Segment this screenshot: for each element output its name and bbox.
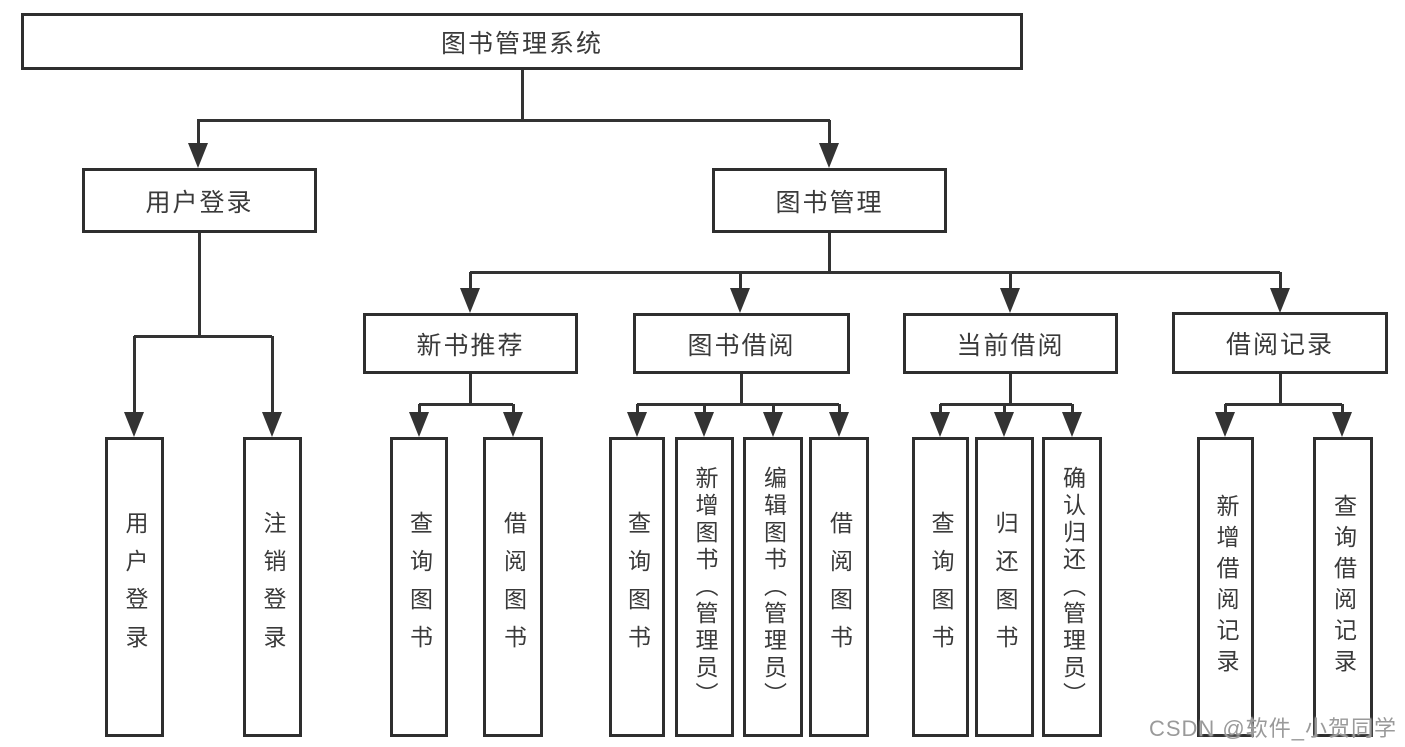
node-label-leaf-edit-books-admin: 编辑图书（管理员） (760, 465, 787, 709)
connector-line (702, 404, 706, 418)
connector-line (1278, 272, 1282, 294)
node-label-leaf-add-books-admin: 新增图书（管理员） (692, 465, 718, 709)
connector-line (827, 120, 831, 148)
connector-line (417, 404, 421, 418)
node-current-borrowing: 当前借阅 (903, 313, 1118, 374)
node-label-new-book-recommend: 新书推荐 (416, 331, 525, 360)
connector-line (511, 404, 515, 418)
node-leaf-logout: 注销登录 (243, 437, 302, 737)
node-label-leaf-query-books-borrowing: 查询图书 (624, 511, 651, 663)
connector-line (1070, 404, 1074, 418)
node-label-borrowing-records: 借阅记录 (1225, 331, 1334, 359)
node-leaf-query-books-current: 查询图书 (912, 437, 969, 737)
connector-line (635, 404, 639, 418)
node-label-user-login: 用户登录 (145, 188, 254, 217)
connector-line (637, 402, 839, 406)
node-label-leaf-return-books: 归还图书 (992, 511, 1018, 663)
arrow-down-icon (829, 412, 849, 437)
node-label-book-management: 图书管理 (775, 188, 884, 217)
node-label-leaf-query-books-current: 查询图书 (928, 511, 954, 663)
node-label-leaf-borrow-books-recommend: 借阅图书 (500, 511, 527, 663)
arrow-down-icon (262, 412, 282, 437)
connector-line (520, 70, 524, 121)
connector-line (1340, 404, 1344, 418)
connector-line (132, 336, 136, 416)
node-user-login: 用户登录 (82, 168, 317, 233)
connector-line (270, 336, 274, 416)
connector-line (1008, 374, 1012, 405)
connector-line (1278, 374, 1282, 405)
node-label-book-borrowing: 图书借阅 (687, 331, 796, 360)
node-label-leaf-add-borrow-record: 新增借阅记录 (1213, 494, 1239, 680)
node-leaf-confirm-return-admin: 确认归还（管理员） (1042, 437, 1102, 737)
watermark: CSDN @软件_小贺同学 (1148, 716, 1397, 741)
arrow-down-icon (409, 412, 429, 437)
connector-line (940, 402, 1072, 406)
node-book-borrowing: 图书借阅 (633, 313, 850, 374)
node-leaf-add-books-admin: 新增图书（管理员） (675, 437, 734, 737)
arrow-down-icon (627, 412, 647, 437)
connector-line (419, 402, 513, 406)
node-label-leaf-query-borrow-record: 查询借阅记录 (1330, 494, 1357, 680)
node-leaf-borrow-books-borrowing: 借阅图书 (809, 437, 869, 737)
arrow-down-icon (1215, 412, 1235, 437)
arrow-down-icon (694, 412, 714, 437)
connector-line (470, 270, 1280, 274)
connector-line (837, 404, 841, 418)
arrow-down-icon (460, 288, 480, 313)
node-book-management: 图书管理 (712, 168, 947, 233)
node-label-leaf-user-login: 用户登录 (122, 511, 148, 663)
node-borrowing-records: 借阅记录 (1172, 312, 1388, 374)
arrow-down-icon (1062, 412, 1082, 437)
connector-line (1008, 272, 1012, 294)
node-leaf-edit-books-admin: 编辑图书（管理员） (743, 437, 803, 737)
arrow-down-icon (730, 288, 750, 313)
connector-line (938, 404, 942, 418)
arrow-down-icon (930, 412, 950, 437)
node-label-leaf-borrow-books-borrowing: 借阅图书 (826, 511, 853, 663)
node-leaf-query-borrow-record: 查询借阅记录 (1313, 437, 1373, 737)
connector-line (1225, 402, 1342, 406)
node-label-leaf-logout: 注销登录 (260, 511, 286, 663)
arrow-down-icon (1332, 412, 1352, 437)
arrow-down-icon (994, 412, 1014, 437)
connector-line (1002, 404, 1006, 418)
connector-line (468, 272, 472, 294)
connector-line (196, 120, 200, 148)
node-leaf-query-books-recommend: 查询图书 (390, 437, 448, 737)
arrow-down-icon (188, 143, 208, 168)
node-leaf-return-books: 归还图书 (975, 437, 1034, 737)
connector-line (468, 374, 472, 405)
connector-line (197, 233, 201, 337)
arrow-down-icon (819, 143, 839, 168)
connector-line (738, 272, 742, 294)
node-label-leaf-confirm-return-admin: 确认归还（管理员） (1059, 465, 1086, 709)
arrow-down-icon (124, 412, 144, 437)
arrow-down-icon (1000, 288, 1020, 313)
connector-line (771, 404, 775, 418)
node-label-current-borrowing: 当前借阅 (956, 331, 1065, 360)
arrow-down-icon (503, 412, 523, 437)
connector-line (1223, 404, 1227, 418)
arrow-down-icon (763, 412, 783, 437)
connector-line (197, 118, 830, 122)
node-leaf-query-books-borrowing: 查询图书 (609, 437, 665, 737)
connector-line (134, 334, 272, 338)
node-leaf-borrow-books-recommend: 借阅图书 (483, 437, 543, 737)
node-label-leaf-query-books-recommend: 查询图书 (406, 511, 433, 663)
node-new-book-recommend: 新书推荐 (363, 313, 578, 374)
node-leaf-add-borrow-record: 新增借阅记录 (1197, 437, 1254, 737)
connector-line (827, 233, 831, 273)
node-leaf-user-login: 用户登录 (105, 437, 164, 737)
node-system-root: 图书管理系统 (21, 13, 1023, 70)
node-label-system-root: 图书管理系统 (440, 29, 603, 58)
connector-line (739, 374, 743, 405)
arrow-down-icon (1270, 288, 1290, 313)
